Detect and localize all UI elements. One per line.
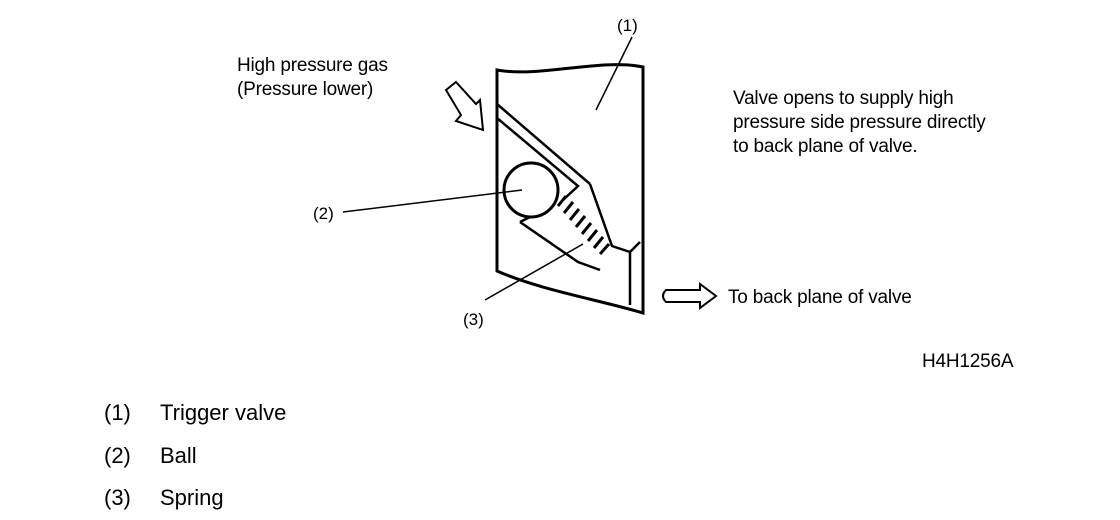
inlet-arrow-icon: [444, 80, 485, 132]
note-line-3: to back plane of valve.: [733, 136, 918, 157]
spring-passage: [519, 183, 631, 272]
legend-label: Spring: [160, 485, 224, 510]
legend-label: Ball: [160, 443, 197, 468]
legend-item-ball: (2) Ball: [104, 443, 197, 469]
figure-code: H4H1256A: [922, 351, 1014, 372]
note-line-1: Valve opens to supply high: [733, 88, 954, 109]
legend-label: Trigger valve: [160, 400, 287, 425]
legend-number: (1): [104, 400, 131, 425]
outlet-label: To back plane of valve: [728, 287, 912, 308]
leader-line-1: [595, 36, 633, 111]
inlet-label-line-1: High pressure gas: [237, 55, 388, 76]
legend-number: (2): [104, 443, 131, 468]
trigger-valve-body: [495, 63, 645, 316]
legend-item-spring: (3) Spring: [104, 485, 224, 511]
note-line-2: pressure side pressure directly: [733, 112, 986, 133]
leader-line-3: [484, 243, 584, 301]
outlet-arrow-icon: [662, 282, 718, 310]
callout-3: (3): [463, 310, 484, 329]
inlet-label-line-2: (Pressure lower): [237, 79, 374, 100]
callout-2: (2): [313, 204, 334, 223]
callout-1: (1): [617, 16, 638, 35]
ball: [502, 161, 560, 219]
valve-lip: [628, 241, 641, 305]
leader-line-2: [342, 189, 523, 213]
legend-number: (3): [104, 485, 131, 510]
legend-item-trigger-valve: (1) Trigger valve: [104, 400, 286, 426]
spring: [556, 195, 611, 256]
